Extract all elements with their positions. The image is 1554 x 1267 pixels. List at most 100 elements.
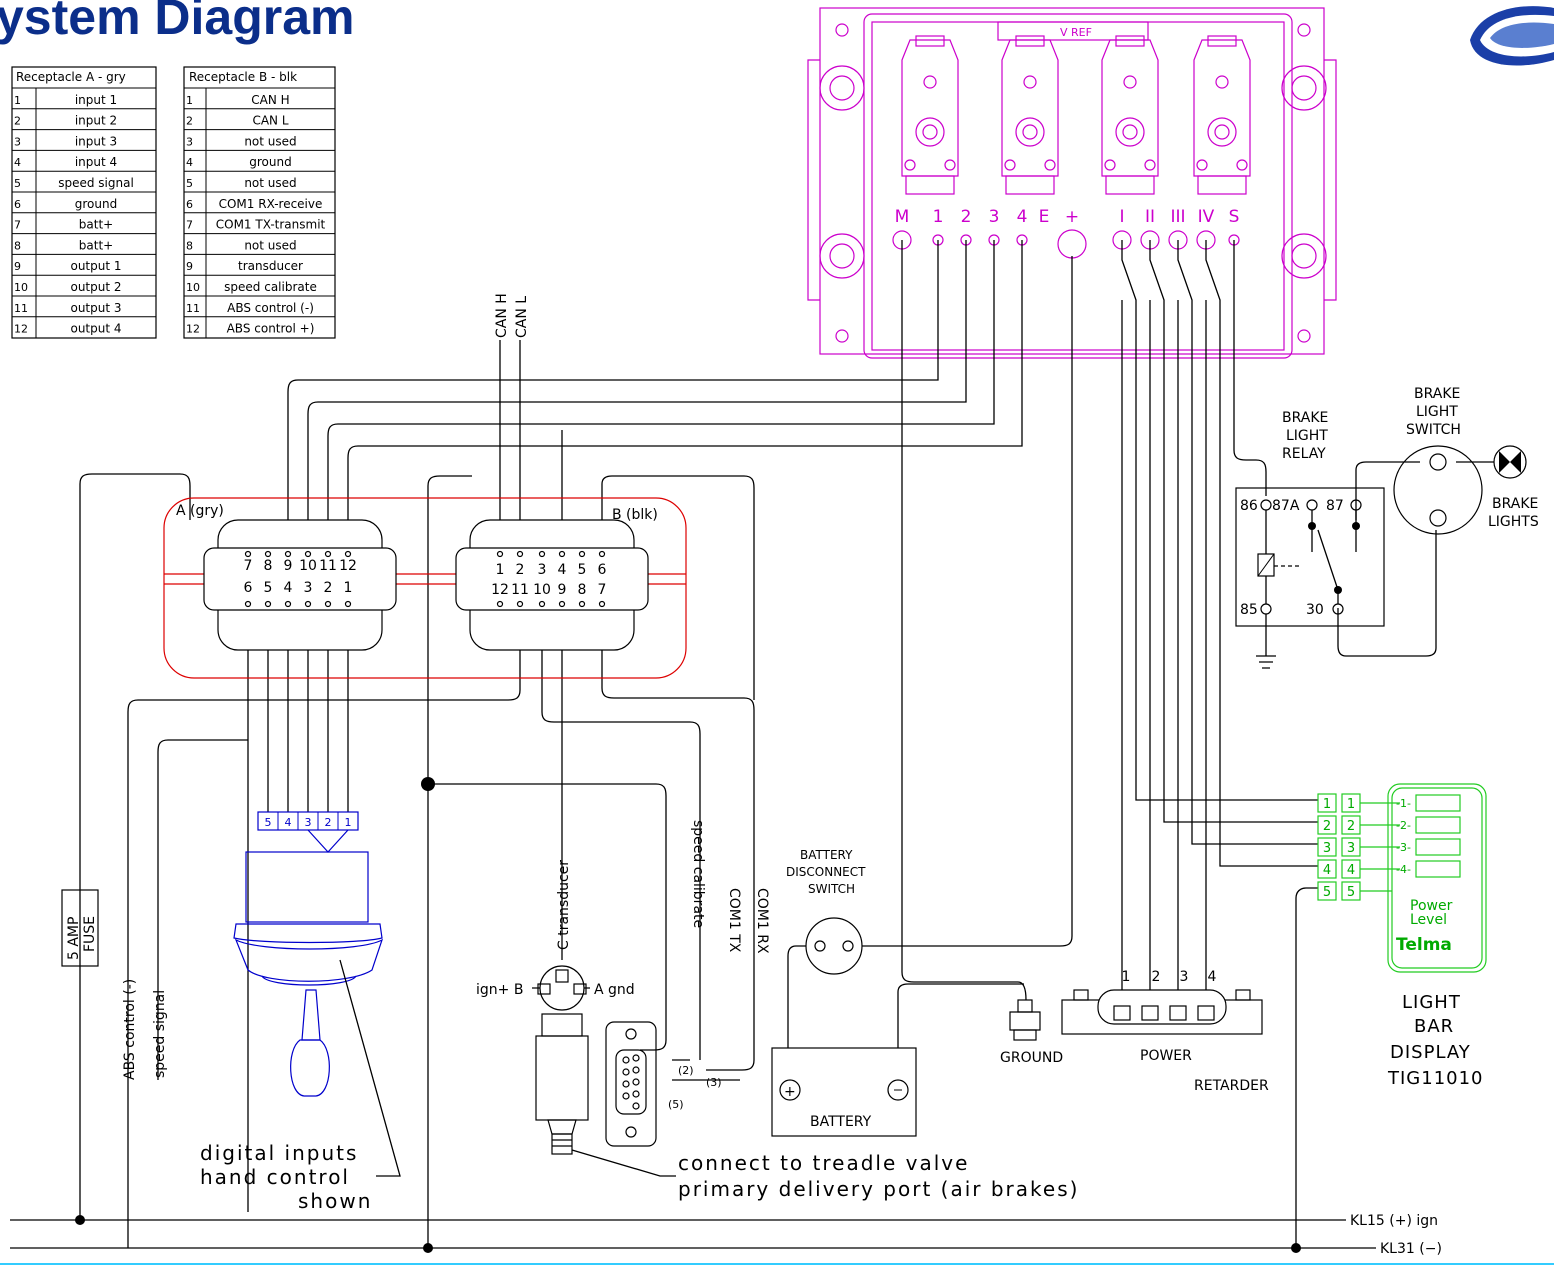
power-level-line2: Level <box>1410 912 1447 928</box>
receptacle-a-row-num: 12 <box>14 323 28 336</box>
connector_b-pin <box>558 550 566 558</box>
hand-control <box>233 811 384 1097</box>
connector_a-pin <box>244 550 252 558</box>
connector-a-pin-label: 7 <box>244 558 253 574</box>
power-level-line1: Power <box>1410 898 1453 914</box>
connector-b-pin-label: 12 <box>491 582 509 598</box>
connector-b-pin-label: 7 <box>598 582 607 598</box>
battery-label: BATTERY <box>810 1114 872 1130</box>
light-bar-line1: LIGHT <box>1402 992 1461 1013</box>
connector_b-pin <box>496 600 504 608</box>
junction-dots <box>75 777 1301 1253</box>
controller-terminal-label: III <box>1170 207 1185 227</box>
brake-lights-icon <box>1493 445 1527 479</box>
controller-terminal-label: 3 <box>989 207 1000 227</box>
receptacle-a-row-label: output 3 <box>70 301 121 315</box>
connector_a-pin <box>324 600 332 608</box>
battery-switch-line3: SWITCH <box>808 882 855 896</box>
receptacle-a-row-label: batt+ <box>79 238 113 252</box>
light-bar-lamp-label: -2- <box>1396 819 1411 832</box>
relay-title-line3: RELAY <box>1282 446 1326 462</box>
connector-b-pin-label: 5 <box>578 562 587 578</box>
controller-terminal-label: 4 <box>1017 207 1028 227</box>
receptacle-a-header: Receptacle A - gry <box>16 70 126 84</box>
receptacle-b-row-num: 7 <box>186 219 193 232</box>
receptacle-a-row-label: batt+ <box>79 218 113 232</box>
connector_a-pin <box>284 550 292 558</box>
receptacle-a-row-num: 9 <box>14 260 21 273</box>
svg-text:+: + <box>784 1084 796 1100</box>
treadle-note-line2: primary delivery port (air brakes) <box>678 1177 1079 1201</box>
receptacle-b-row-num: 11 <box>186 302 200 315</box>
receptacle-a-row-num: 4 <box>14 156 21 169</box>
connector-a-pin-label: 6 <box>244 580 253 596</box>
db9-connector <box>605 1021 657 1147</box>
connector-a-pin-label: 5 <box>264 580 273 596</box>
battery: + <box>771 1047 917 1137</box>
light-bar-lamp <box>1415 816 1461 834</box>
connector_b-pin <box>598 550 606 558</box>
receptacle-a-row-label: input 2 <box>75 114 117 128</box>
brake-lights-line1: BRAKE <box>1492 496 1538 512</box>
receptacle-b-row-label: CAN L <box>252 114 288 128</box>
receptacle-a-row-num: 5 <box>14 177 21 190</box>
connector_a-pin <box>344 600 352 608</box>
connector-b-pin-label: 9 <box>558 582 567 598</box>
fuse-label-line1: 5 AMP <box>66 917 82 960</box>
hand-control-pin-label: 4 <box>285 816 292 829</box>
com-rx-label: COM1 RX <box>754 888 770 954</box>
treadle-note-line1: connect to treadle valve <box>678 1151 969 1175</box>
transducer-pin-b: ign+ B <box>476 982 523 998</box>
controller-terminal-label: IV <box>1198 207 1215 227</box>
switch-title-line2: LIGHT <box>1416 404 1458 420</box>
can-l-label: CAN L <box>514 296 530 338</box>
kl31-label: KL31 (−) <box>1380 1241 1442 1257</box>
relay-pin-30: 30 <box>1306 602 1324 618</box>
light-bar-display: Power Level Telma <box>1387 783 1487 973</box>
light-bar-row-label: 1 <box>1323 797 1331 812</box>
receptacle-b-row-label: COM1 TX-transmit <box>216 218 326 232</box>
connector-b-pin-label: 8 <box>578 582 587 598</box>
can-h-label: CAN H <box>494 293 510 338</box>
relay-title-line1: BRAKE <box>1282 410 1328 426</box>
fuse: 5 AMP FUSE <box>61 889 99 967</box>
connector-a-pin-label: 3 <box>304 580 313 596</box>
connector-b-pin-label: 2 <box>516 562 525 578</box>
wiring <box>10 240 1494 1249</box>
receptacle-b-row-num: 9 <box>186 260 193 273</box>
receptacle-b-row-num: 2 <box>186 115 193 128</box>
switch-title-line1: BRAKE <box>1414 386 1460 402</box>
connector_b-pin <box>516 600 524 608</box>
connector_a-pin <box>304 600 312 608</box>
receptacle-b-row-label: ABS control +) <box>227 322 315 336</box>
connector-a-pin-label: 10 <box>299 558 317 574</box>
telma-logo: Telma <box>1396 935 1452 955</box>
controller-terminal-label: M <box>895 207 910 227</box>
receptacle-a-row-num: 1 <box>14 94 21 107</box>
relay-title-line2: LIGHT <box>1286 428 1328 444</box>
abs-control-label: ABS control (-) <box>122 979 138 1080</box>
retarder-power-plug <box>1061 989 1263 1035</box>
relay-pin-87a: 87A <box>1272 498 1300 514</box>
light-bar-line4: TIG11010 <box>1387 1068 1484 1089</box>
light-bar-row-label: 1 <box>1347 797 1355 812</box>
kl15-label: KL15 (+) ign <box>1350 1213 1438 1229</box>
receptacle-b-row-label: COM1 RX-receive <box>219 197 323 211</box>
light-bar-lamp <box>1415 838 1461 856</box>
relay-pin-87: 87 <box>1326 498 1344 514</box>
light-bar-line2: BAR <box>1414 1016 1454 1037</box>
receptacle-a-row-num: 7 <box>14 219 21 232</box>
light-bar-row-label: 3 <box>1323 841 1331 856</box>
light-bar-line3: DISPLAY <box>1390 1042 1471 1063</box>
receptacle-b-row-num: 10 <box>186 281 200 294</box>
light-bar-lamp-label: -4- <box>1396 863 1411 876</box>
controller-terminal-label: 2 <box>961 207 972 227</box>
connector-a-pin-label: 9 <box>284 558 293 574</box>
light-bar-row-label: 3 <box>1347 841 1355 856</box>
ground-label: GROUND <box>1000 1050 1063 1066</box>
controller-terminal-label: 1 <box>933 207 944 227</box>
